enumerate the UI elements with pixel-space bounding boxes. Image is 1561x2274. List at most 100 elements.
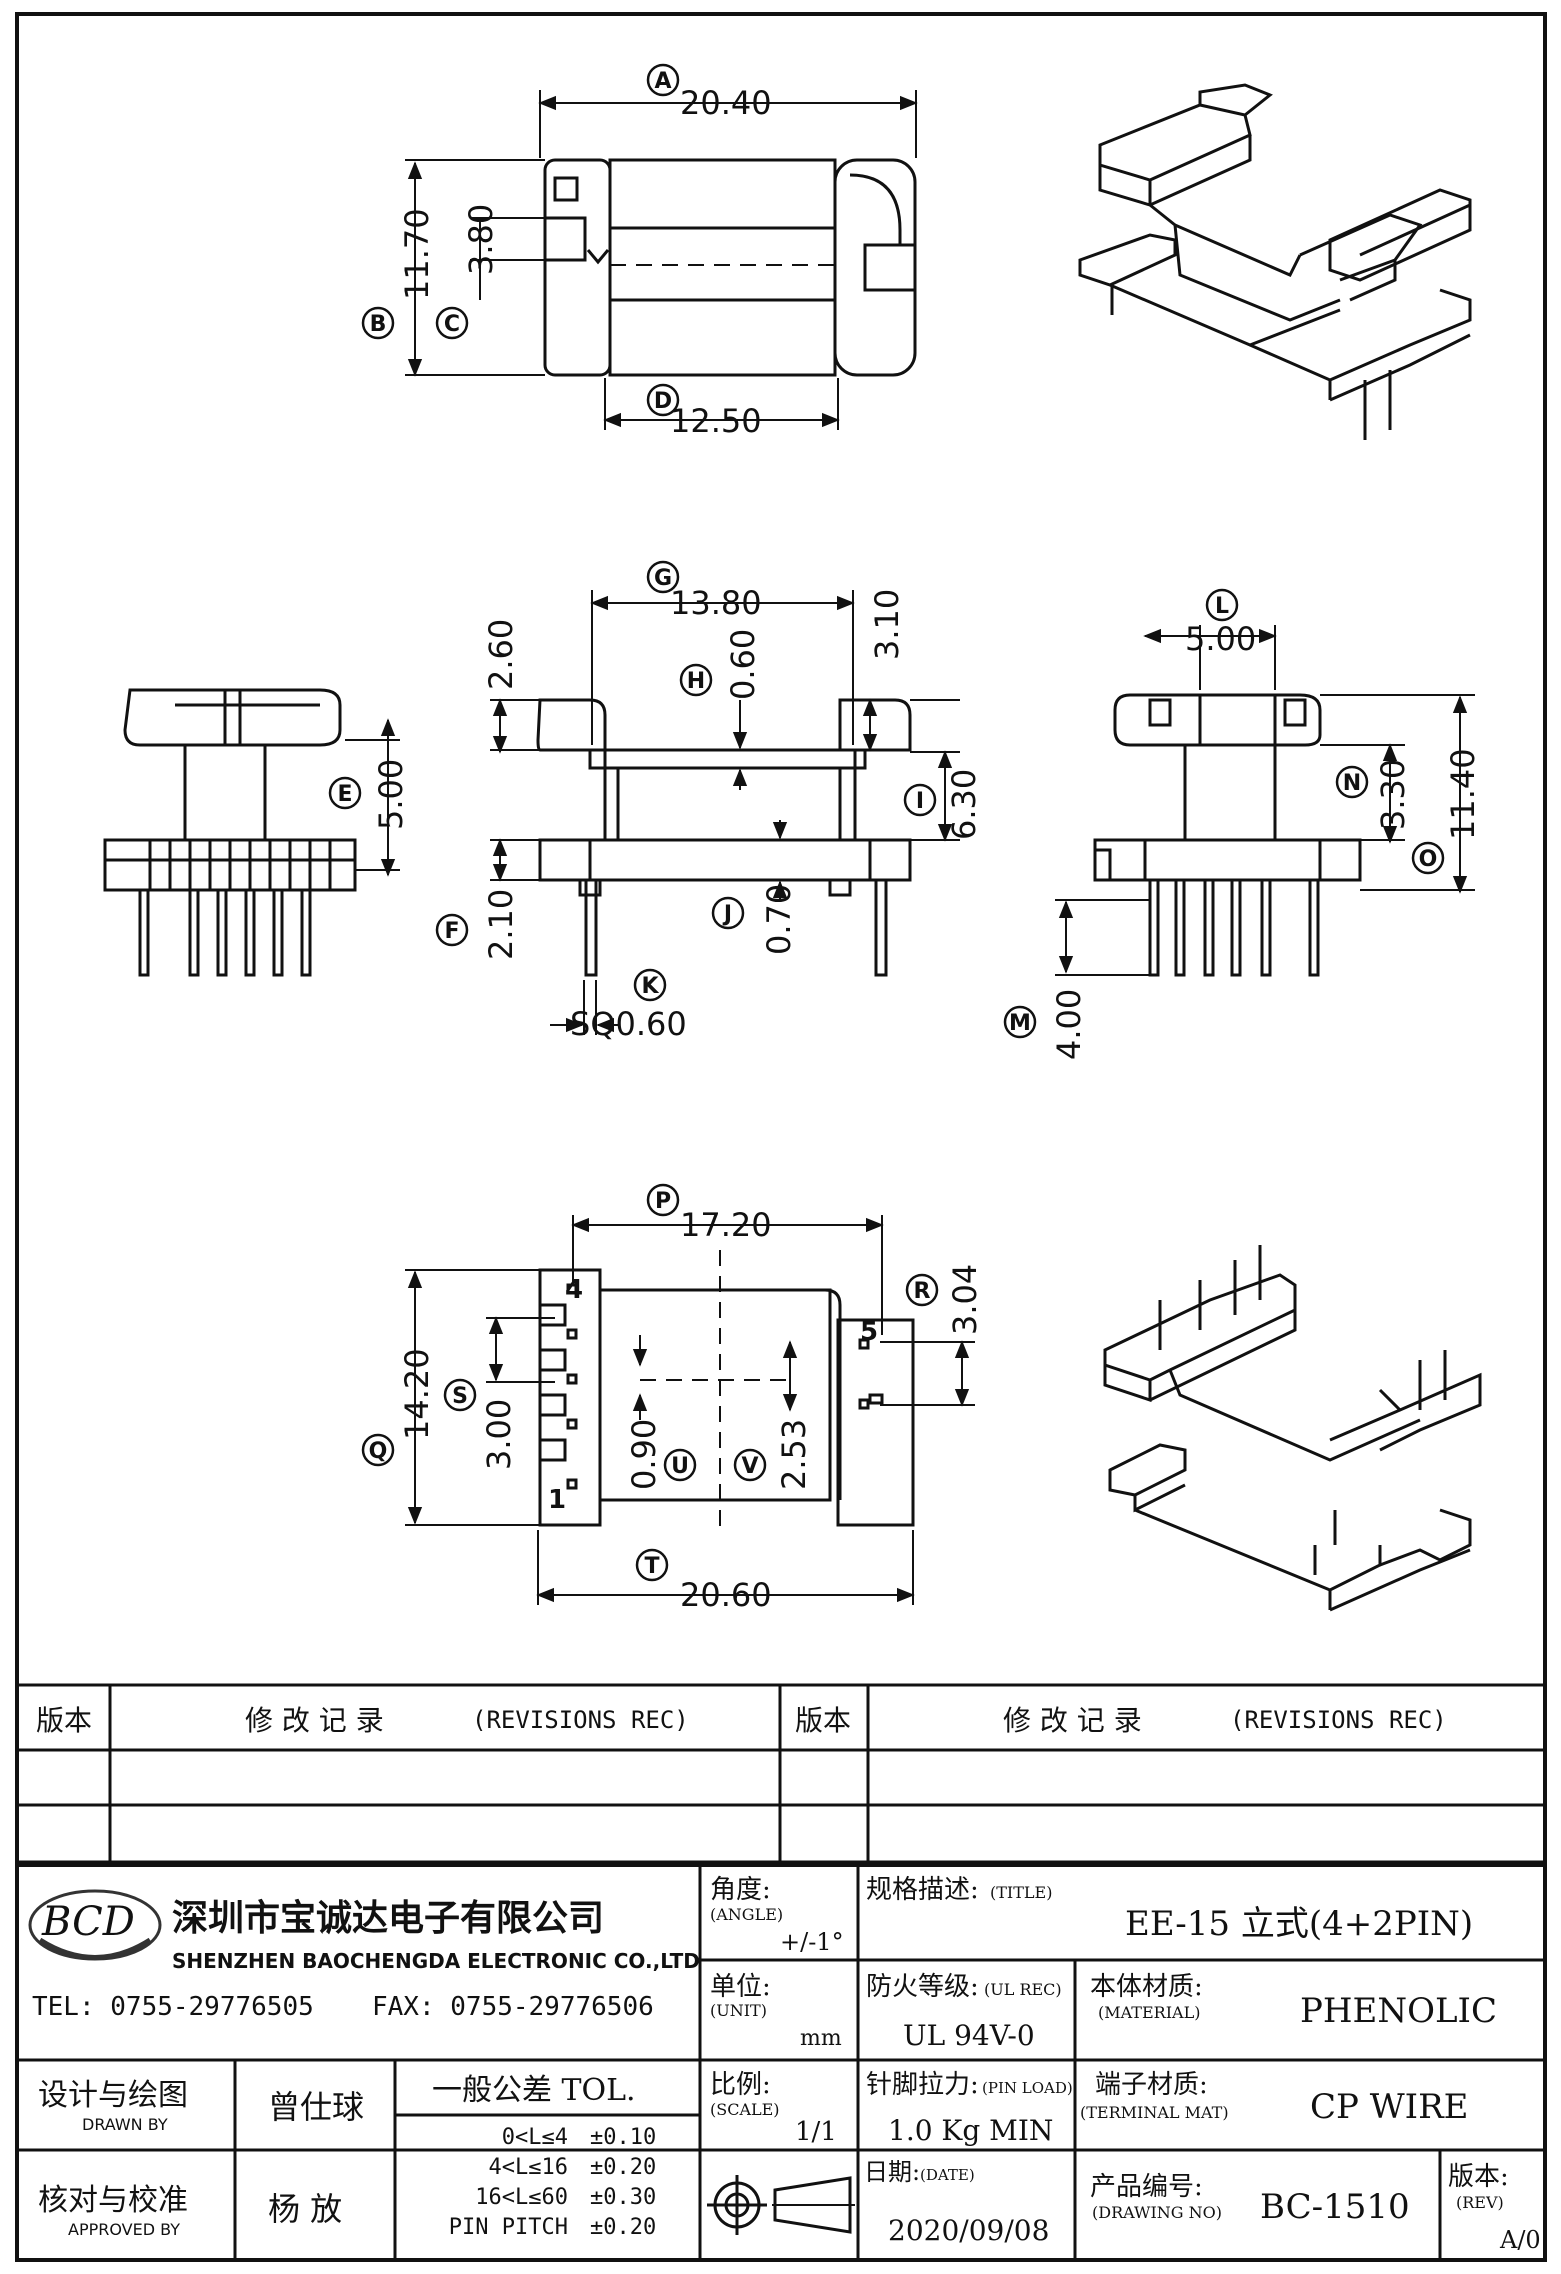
angle-label-en: (ANGLE): [710, 1905, 783, 1924]
material-label-en: (MATERIAL): [1098, 2003, 1200, 2022]
right-side-view: [1093, 693, 1362, 977]
dim-A: 20.40: [680, 84, 772, 122]
ul-label-cn: 防火等级:: [866, 1972, 979, 2002]
bottom-view-dimensions: [405, 1215, 975, 1605]
sheet-border: [15, 12, 1547, 2262]
scale-label-cn: 比例:: [710, 2070, 771, 2100]
scale-label-en: (SCALE): [710, 2100, 780, 2119]
top-view-dimensions: [405, 90, 918, 430]
dim-E: 5.00: [372, 759, 410, 830]
dim-M: 4.00: [1050, 989, 1088, 1060]
title-label-cn: 规格描述:: [866, 1875, 979, 1905]
callout-circle-g: [646, 560, 680, 594]
tolerance-range: 4<L≤16: [489, 2155, 568, 2180]
callout-circle-h: [679, 663, 713, 697]
dim-P: 17.20: [680, 1206, 772, 1244]
callout-circle-v: [733, 1448, 767, 1482]
callout-circle-r: [905, 1273, 939, 1307]
dim-H-top: 2.60: [482, 619, 520, 690]
company-logo: BCD: [28, 1889, 162, 1961]
dim-H: 0.60: [724, 629, 762, 700]
callout-letter-t: T: [644, 1554, 659, 1579]
callout-letter-d: D: [654, 389, 672, 414]
callout-circle-d: [646, 383, 680, 417]
dim-B: 11.70: [398, 208, 436, 300]
company-name-cn: 深圳市宝诚达电子有限公司: [172, 1897, 604, 1939]
callout-letter-u: U: [671, 1454, 689, 1479]
callout-letter-q: Q: [369, 1439, 388, 1464]
logo-text: BCD: [41, 1899, 135, 1945]
dim-V: 2.53: [775, 1419, 813, 1490]
top-view: [543, 158, 917, 377]
callout-circle-b: [361, 306, 395, 340]
scale-value: 1/1: [795, 2117, 837, 2147]
callout-letter-r: R: [914, 1279, 931, 1304]
front-view-dimensions: [490, 590, 960, 1035]
callout-letter-a: A: [654, 69, 671, 94]
designer-name: 曾仕球: [268, 2088, 364, 2126]
dim-I: 6.30: [945, 769, 983, 840]
designer-label-en: DRAWN BY: [82, 2115, 168, 2134]
callout-circle-l: [1205, 588, 1239, 622]
date-value: 2020/09/08: [888, 2214, 1049, 2247]
dim-G: 13.80: [670, 584, 762, 622]
dim-D: 12.50: [670, 402, 762, 440]
unit-value: mm: [800, 2026, 842, 2051]
dim-U: 0.90: [625, 1419, 663, 1490]
terminal-label-en: (TERMINAL MAT): [1080, 2103, 1229, 2122]
tolerance-value: ±0.30: [590, 2185, 656, 2210]
callout-letter-s: S: [452, 1384, 468, 1409]
pinload-label-en: (PIN LOAD): [982, 2079, 1073, 2097]
front-view: [536, 698, 912, 977]
callout-circle-o: [1411, 841, 1445, 875]
rev-col-record-right-cn: 修 改 记 录: [1003, 1704, 1142, 1737]
dim-Q: 14.20: [398, 1348, 436, 1440]
title-block-grid: [17, 1863, 1545, 2260]
callout-circle-q: [361, 1433, 395, 1467]
callout-letter-e: E: [337, 782, 352, 807]
company-phone: TEL: 0755-29776505: [32, 1992, 314, 2022]
tolerance-value: ±0.20: [590, 2215, 656, 2240]
callout-circle-k: [633, 968, 667, 1002]
rev-col-version-left: 版本: [36, 1704, 92, 1737]
callout-letter-k: K: [641, 974, 659, 999]
tolerance-value: ±0.20: [590, 2155, 656, 2180]
tolerance-range: 16<L≤60: [475, 2185, 568, 2210]
company-name-en: SHENZHEN BAOCHENGDA ELECTRONIC CO.,LTD: [172, 1949, 700, 1973]
rev-col-record-left-cn: 修 改 记 录: [245, 1704, 384, 1737]
ul-value: UL 94V-0: [903, 2019, 1035, 2052]
approver-label-cn: 核对与校准: [38, 2183, 188, 2218]
callout-letter-l: L: [1215, 594, 1229, 619]
dim-S: 3.00: [480, 1399, 518, 1470]
right-side-dimensions: [1055, 625, 1475, 976]
dim-I-top: 3.10: [868, 589, 906, 660]
callout-letter-i: I: [916, 789, 924, 814]
drawing-label-en: (DRAWING NO): [1092, 2203, 1222, 2222]
dim-J: 0.70: [760, 884, 798, 955]
callout-circle-c: [435, 306, 469, 340]
tolerance-title: 一般公差 TOL.: [432, 2073, 636, 2108]
callout-circle-p: [646, 1183, 680, 1217]
dim-K: SQ0.60: [570, 1005, 687, 1043]
terminal-value: CP WIRE: [1310, 2087, 1469, 2127]
callout-letter-m: M: [1009, 1011, 1031, 1036]
rev-col-version-right: 版本: [795, 1704, 851, 1737]
callout-letter-j: J: [722, 902, 732, 927]
callout-circle-u: [663, 1448, 697, 1482]
angle-value: +/-1°: [780, 1928, 844, 1956]
rev-label-cn: 版本:: [1448, 2162, 1509, 2192]
approver-name: 杨 放: [268, 2190, 342, 2228]
callout-circle-e: [328, 776, 362, 810]
pinload-value: 1.0 Kg MIN: [888, 2114, 1053, 2147]
date-label-en: (DATE): [920, 2166, 975, 2184]
callout-circle-n: [1335, 765, 1369, 799]
designer-label-cn: 设计与绘图: [38, 2078, 188, 2113]
material-value: PHENOLIC: [1300, 1991, 1497, 2031]
pin-label-1: 1: [548, 1485, 566, 1515]
dim-N: 3.30: [1374, 759, 1412, 830]
left-side-dimensions: [345, 718, 400, 877]
callout-circle-s: [443, 1378, 477, 1412]
callout-letter-p: P: [655, 1189, 671, 1214]
